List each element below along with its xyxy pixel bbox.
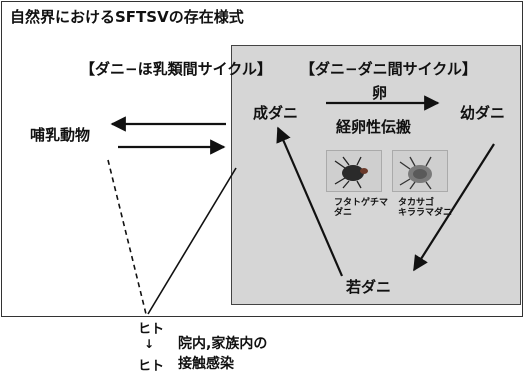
tick-image-2 (399, 156, 432, 190)
tick-photo-1 (326, 150, 382, 192)
tick-photo-1-caption: フタトゲチマ ダニ (334, 198, 389, 218)
larva-to-nymph-arrow (413, 143, 495, 272)
human-bottom-label: ヒト (138, 359, 165, 374)
tick-photo-2-caption: タカサゴ キララマダニ (398, 198, 453, 218)
transovarial-label: 経卵性伝搬 (336, 118, 412, 136)
mammal-cycle-heading: 【ダニ−ほ乳類間サイクル】 (80, 60, 272, 78)
infection-note: 院内,家族内の 接触感染 (178, 336, 268, 372)
tick-to-human-line (147, 167, 237, 315)
larva-label: 幼ダニ (460, 104, 506, 122)
adult-tick-label: 成ダニ (253, 104, 299, 122)
nymph-label: 若ダニ (346, 278, 392, 296)
nymph-to-adult-arrow (276, 126, 344, 277)
tick-photo-2 (392, 150, 448, 192)
tick-cycle-heading: 【ダニ−ダニ間サイクル】 (300, 60, 477, 78)
human-top-label: ヒト (138, 322, 165, 337)
mammal-to-human-line (107, 159, 147, 315)
tick-image-1 (334, 156, 368, 189)
human-down-arrow: ↓ (144, 337, 155, 351)
diagram-title: 自然界におけるSFTSVの存在様式 (10, 8, 244, 26)
egg-label: 卵 (372, 84, 388, 102)
mammal-label: 哺乳動物 (30, 126, 91, 144)
